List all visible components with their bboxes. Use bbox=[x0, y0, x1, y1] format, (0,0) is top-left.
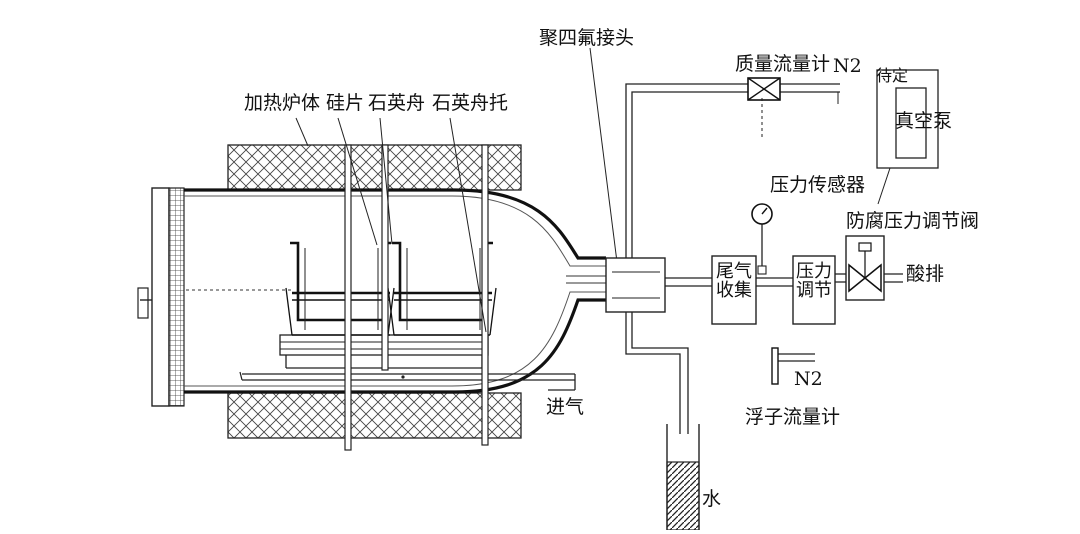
label-silicon-wafer: 硅片 bbox=[326, 92, 365, 114]
pressure-sensor-gauge bbox=[751, 98, 773, 275]
label-n2-top: N2 bbox=[833, 55, 862, 77]
leader-lines bbox=[295, 47, 619, 333]
water-bottle bbox=[666, 424, 700, 531]
exhaust-pipe bbox=[665, 273, 903, 287]
label-gas-inlet: 进气 bbox=[546, 396, 585, 418]
label-acid-exhaust: 酸排 bbox=[906, 263, 945, 285]
label-furnace-body: 加热炉体 bbox=[244, 92, 321, 114]
inlet-gas-pipe bbox=[239, 371, 576, 391]
label-quartz-boat-holder: 石英舟托 bbox=[432, 92, 509, 114]
label-float-flow-meter: 浮子流量计 bbox=[745, 406, 841, 428]
furnace-door-flange bbox=[137, 187, 185, 407]
silicon-wafers bbox=[304, 248, 481, 330]
label-ptfe-connector: 聚四氟接头 bbox=[539, 27, 635, 49]
furnace-insulation-bottom bbox=[227, 392, 522, 439]
label-quartz-boat: 石英舟 bbox=[368, 92, 426, 114]
support-rods bbox=[344, 144, 489, 451]
label-pending: 待定 bbox=[876, 66, 909, 85]
anticorrosion-valve-box bbox=[845, 235, 885, 301]
mass-flow-meter-symbol bbox=[747, 77, 781, 101]
label-pressure-regulate: 压力调节 bbox=[796, 261, 832, 302]
label-n2-bottom: N2 bbox=[794, 368, 823, 390]
label-tail-gas-collect: 尾气收集 bbox=[716, 261, 752, 302]
label-vacuum-pump: 真空泵 bbox=[895, 110, 953, 132]
pressure-regulate-box bbox=[792, 255, 836, 325]
furnace-insulation-top bbox=[227, 144, 522, 191]
vacuum-pump-box bbox=[876, 69, 939, 205]
float-flow-meter-symbol bbox=[771, 347, 815, 385]
label-water: 水 bbox=[702, 488, 722, 510]
quartz-tube bbox=[184, 188, 606, 394]
n2-pipe-top bbox=[625, 83, 840, 258]
water-bottle-pipe bbox=[625, 312, 689, 434]
label-pressure-sensor: 压力传感器 bbox=[770, 174, 866, 196]
label-anticorrosion-valve: 防腐压力调节阀 bbox=[846, 210, 980, 232]
tail-gas-collect-box bbox=[711, 255, 757, 325]
label-mass-flow-meter: 质量流量计 bbox=[735, 53, 831, 75]
ptfe-connector-box bbox=[605, 257, 666, 313]
